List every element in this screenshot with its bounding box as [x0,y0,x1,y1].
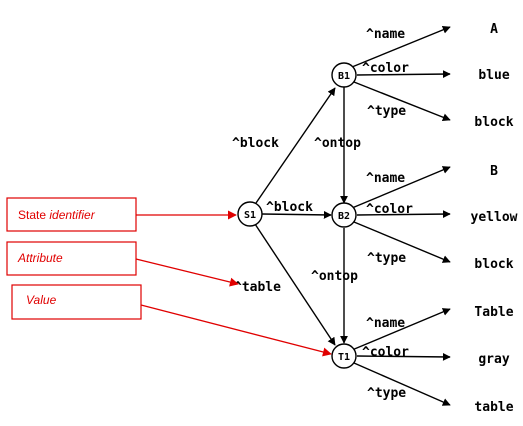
value-b1-color: blue [478,68,509,83]
label-b2-type: ^type [367,251,406,266]
edge-b1-name [351,26,451,68]
edge-t1-name [351,308,451,351]
edge-s1-b1 [255,87,336,204]
node-t1-label: T1 [338,352,350,363]
edge-s1-t1 [254,223,336,346]
edge-b1-color [356,70,451,79]
value-b2-name: B [490,164,498,179]
node-b2: B2 [331,202,357,228]
legend-state-identifier-text: State identifier [18,208,96,222]
legend-attribute: Attribute [6,241,137,276]
node-s1-label: S1 [244,210,256,221]
value-t1-type: table [474,400,513,415]
legend-attribute-text: Attribute [17,251,63,265]
label-b1-type: ^type [367,104,406,119]
label-b1-name: ^name [366,27,405,42]
edge-t1-type [353,362,451,406]
node-s1: S1 [237,201,263,227]
label-b1-b2: ^ontop [314,136,361,151]
edge-b2-type [353,221,451,263]
value-b2-type: block [474,257,513,272]
label-b1-color: ^color [362,61,409,76]
edge-b2-name [351,166,451,209]
label-b2-color: ^color [366,202,413,217]
node-t1: T1 [331,343,357,369]
label-b2-name: ^name [366,171,405,186]
value-b1-type: block [474,115,513,130]
legend-value: Value [11,284,142,320]
legend-value-text: Value [26,293,57,307]
value-t1-color: gray [478,352,509,367]
value-t1-name: Table [474,305,513,320]
value-b2-color: yellow [471,210,518,225]
label-s1-b2: ^block [266,200,313,215]
label-t1-type: ^type [367,386,406,401]
edge-b2-color [356,210,451,219]
label-s1-t1: ^table [234,280,281,295]
pointer-value [140,304,332,357]
node-b1-label: B1 [338,71,350,82]
edge-t1-color [356,352,451,361]
value-b1-name: A [490,22,498,37]
pointer-attribute [135,258,239,287]
legend-state-identifier: State identifier [6,197,137,232]
label-s1-b1: ^block [232,136,279,151]
edge-s1-b2 [261,210,332,219]
label-t1-color: ^color [362,345,409,360]
node-b2-label: B2 [338,211,350,222]
node-b1: B1 [331,62,357,88]
label-t1-name: ^name [366,316,405,331]
label-b2-t1: ^ontop [311,269,358,284]
edge-b1-type [353,81,451,122]
